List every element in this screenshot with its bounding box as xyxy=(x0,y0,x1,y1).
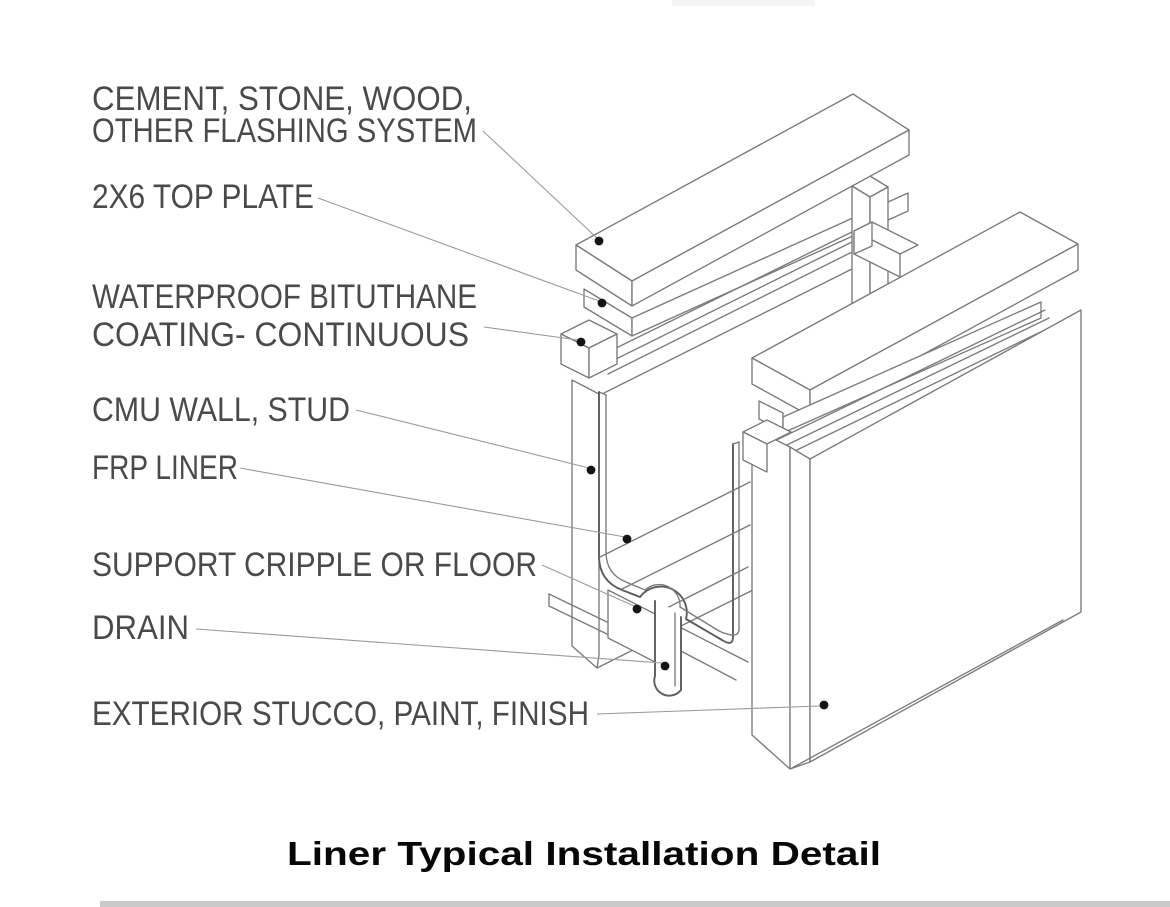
leader-support-cripple xyxy=(541,564,635,607)
label-flashing-system-line2: OTHER FLASHING SYSTEM xyxy=(92,112,477,150)
frp-liner-sheet xyxy=(598,265,859,644)
leader-drain xyxy=(195,628,663,664)
dot-waterproof-coating xyxy=(576,337,586,347)
leader-lines xyxy=(195,130,821,715)
label-flashing-system-line1: CEMENT, STONE, WOOD, xyxy=(92,80,472,118)
coating-cap-right xyxy=(742,419,792,473)
leader-exterior-stucco xyxy=(596,705,821,715)
flashing-board-right xyxy=(751,211,1079,417)
label-waterproof-coating-line2: COATING- CONTINUOUS xyxy=(92,316,469,354)
leader-flashing-system xyxy=(482,130,599,240)
flashing-board-left xyxy=(575,93,910,307)
label-frp-liner: FRP LINER xyxy=(92,449,238,487)
leader-frp-liner xyxy=(239,467,626,538)
leader-waterproof-coating xyxy=(483,326,579,341)
anchor-dots xyxy=(576,236,829,710)
top-edge-bar xyxy=(672,0,815,6)
figure-title: Liner Typical Installation Detail xyxy=(287,835,881,872)
dot-support-cripple xyxy=(632,604,642,614)
callout-labels: CEMENT, STONE, WOOD, OTHER FLASHING SYST… xyxy=(92,80,589,733)
liner-curve-tangent xyxy=(599,481,751,558)
dot-exterior-stucco xyxy=(819,700,829,710)
label-drain: DRAIN xyxy=(92,609,189,647)
cmu-wall-right xyxy=(751,427,791,770)
label-waterproof-coating-line1: WATERPROOF BITUTHANE xyxy=(92,278,477,316)
label-support-cripple: SUPPORT CRIPPLE OR FLOOR xyxy=(92,546,537,584)
bottom-edge-bar xyxy=(100,901,1170,907)
drain-pipe xyxy=(653,600,682,697)
dot-drain xyxy=(660,661,670,671)
leader-cmu-wall xyxy=(355,409,590,469)
waterproof-coating-sheet xyxy=(560,226,863,379)
dot-flashing-system xyxy=(594,236,604,246)
leader-top-plate xyxy=(317,197,600,302)
label-top-plate: 2X6 TOP PLATE xyxy=(92,178,314,216)
dot-top-plate xyxy=(597,298,607,308)
label-exterior-stucco: EXTERIOR STUCCO, PAINT, FINISH xyxy=(92,695,589,733)
blocking-board xyxy=(853,221,919,278)
coating-sheet-right xyxy=(759,309,1054,465)
label-cmu-wall: CMU WALL, STUD xyxy=(92,391,350,429)
dot-cmu-wall xyxy=(586,465,596,475)
top-plate-left xyxy=(583,192,909,337)
stucco-panel xyxy=(789,309,1082,770)
dot-frp-liner xyxy=(622,534,632,544)
liner-floor-edge xyxy=(621,524,751,590)
